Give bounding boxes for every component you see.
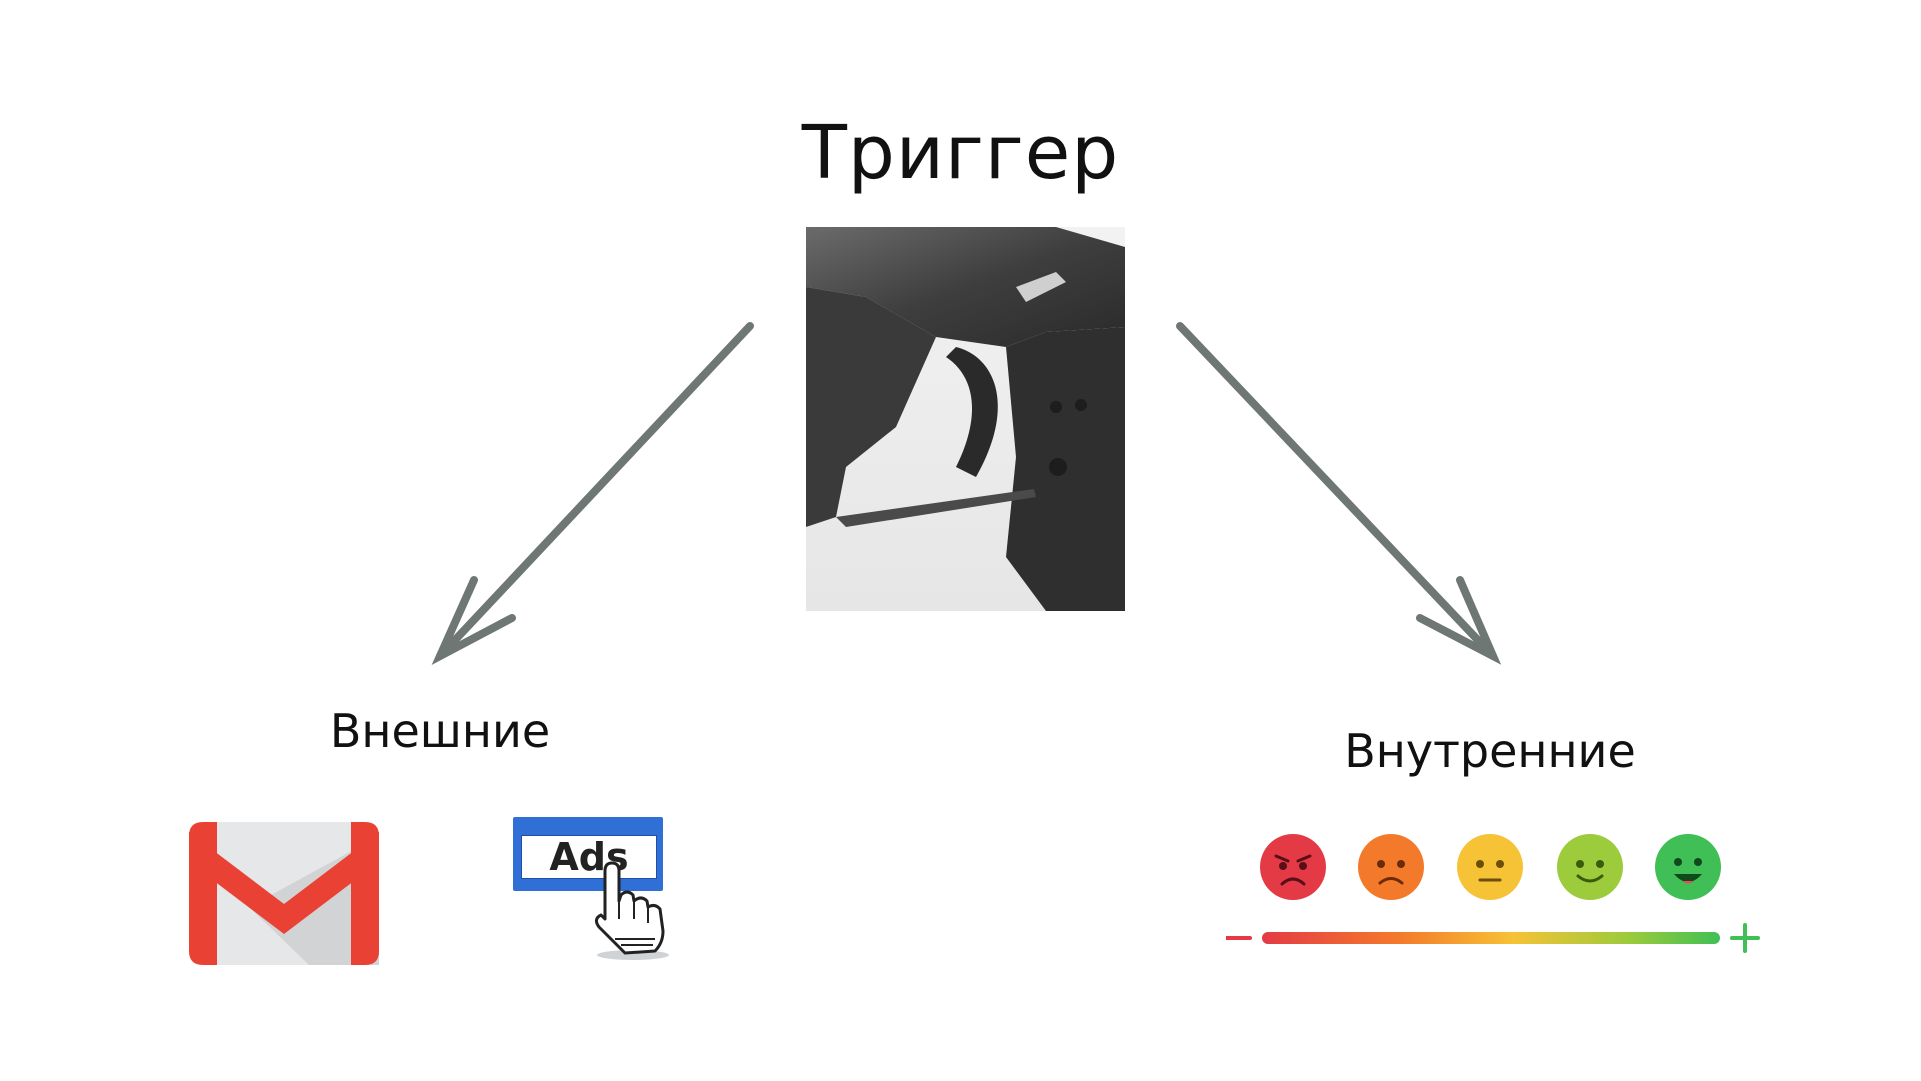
arrow-left-head: [431, 576, 516, 665]
ads-text: Ads: [521, 835, 657, 879]
ads-banner: Ads: [513, 817, 663, 891]
plus-icon: [1730, 923, 1760, 953]
page-title: Триггер: [801, 110, 1120, 196]
emotion-faces: [1260, 834, 1721, 900]
external-label: Внешние: [329, 704, 551, 758]
smile-face-icon: [1557, 834, 1623, 900]
sad-face-icon: [1358, 834, 1424, 900]
trigger-photo: [806, 227, 1125, 611]
arrow-right-shaft: [1176, 322, 1497, 660]
internal-label: Внутренние: [1344, 724, 1636, 778]
happy-face-icon: [1655, 834, 1721, 900]
scale-bar: [1262, 932, 1720, 944]
ads-click-icon: Ads: [495, 813, 685, 968]
angry-face-icon: [1260, 834, 1326, 900]
gmail-icon: [189, 822, 379, 965]
cursor-hand-icon: [594, 861, 669, 960]
arrow-left-shaft: [436, 322, 754, 660]
arrow-right-head: [1416, 576, 1502, 665]
emotion-scale: [1226, 923, 1760, 953]
neutral-face-icon: [1457, 834, 1523, 900]
